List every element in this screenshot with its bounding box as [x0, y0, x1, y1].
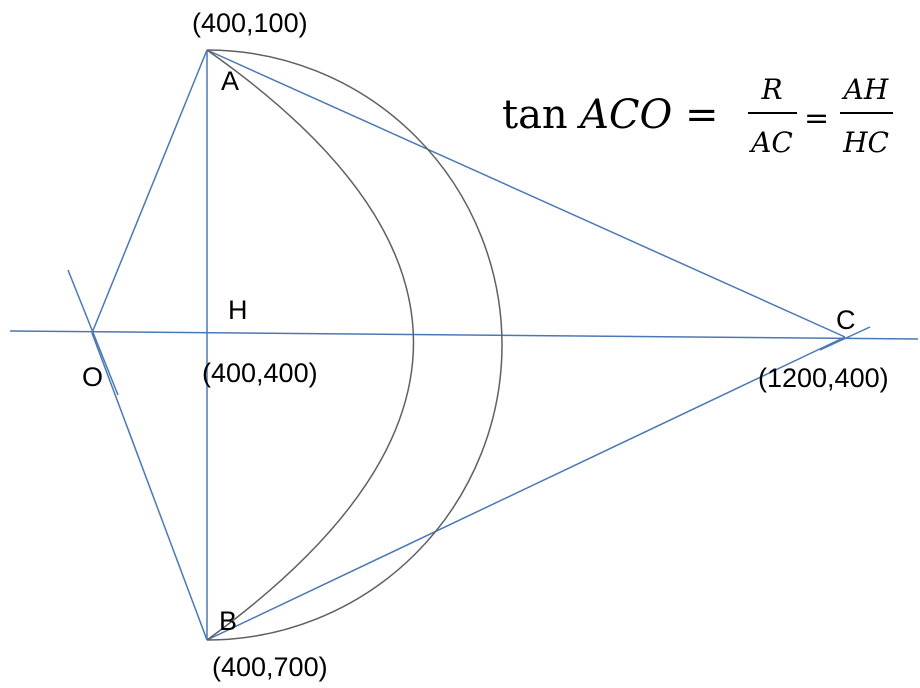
point-h-coords: (400,400)	[202, 358, 318, 388]
point-b-coords: (400,700)	[212, 652, 328, 682]
point-o-label: O	[82, 362, 103, 392]
tangent-equation: tan ACO = R AC = AH HC	[502, 73, 893, 159]
equation-equals-2: =	[804, 101, 829, 136]
segment-ac	[206, 49, 846, 338]
fraction2-denominator: HC	[842, 126, 889, 159]
equation-angle: ACO	[576, 92, 672, 138]
fraction1-numerator: R	[760, 73, 782, 106]
axis-line-ohc	[9, 330, 919, 340]
point-a-label: A	[221, 66, 239, 96]
tick-line-c	[819, 326, 871, 351]
point-h-label: H	[228, 295, 248, 325]
point-c-coords: (1200,400)	[758, 363, 889, 393]
inner-arc	[206, 49, 415, 641]
segment-oa	[91, 49, 208, 334]
equation-equals: =	[685, 92, 719, 138]
segment-ob	[91, 332, 208, 641]
point-a-coords: (400,100)	[192, 8, 308, 38]
equation-func: tan	[502, 92, 568, 138]
point-b-label: B	[219, 606, 237, 636]
fraction1-denominator: AC	[748, 126, 793, 159]
outer-arc	[206, 49, 503, 641]
segment-bc	[206, 336, 846, 641]
point-c-label: C	[836, 305, 856, 335]
fraction2-numerator: AH	[841, 73, 889, 106]
